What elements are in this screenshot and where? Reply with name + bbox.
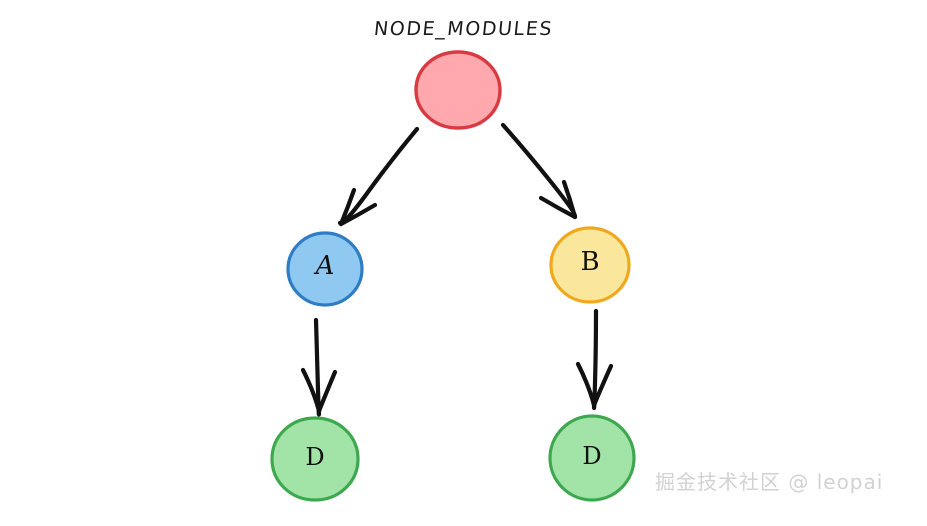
watermark-text: 掘金技术社区 @ leopai: [655, 470, 884, 494]
node-d-right-label: D: [582, 441, 602, 470]
node-a-label: A: [315, 251, 335, 282]
node-b-label: B: [580, 247, 600, 278]
edge-root-to-b: [500, 122, 578, 220]
node-b[interactable]: [549, 226, 631, 304]
node-root[interactable]: [414, 50, 502, 130]
edge-a-to-d-left: [300, 317, 338, 417]
node-d-left-label: D: [305, 442, 325, 471]
edge-root-to-a: [337, 126, 420, 227]
node-a[interactable]: [286, 231, 364, 307]
edge-b-to-d-right: [575, 308, 614, 411]
node-d-right[interactable]: [548, 414, 636, 502]
node-d-left[interactable]: [270, 416, 360, 502]
